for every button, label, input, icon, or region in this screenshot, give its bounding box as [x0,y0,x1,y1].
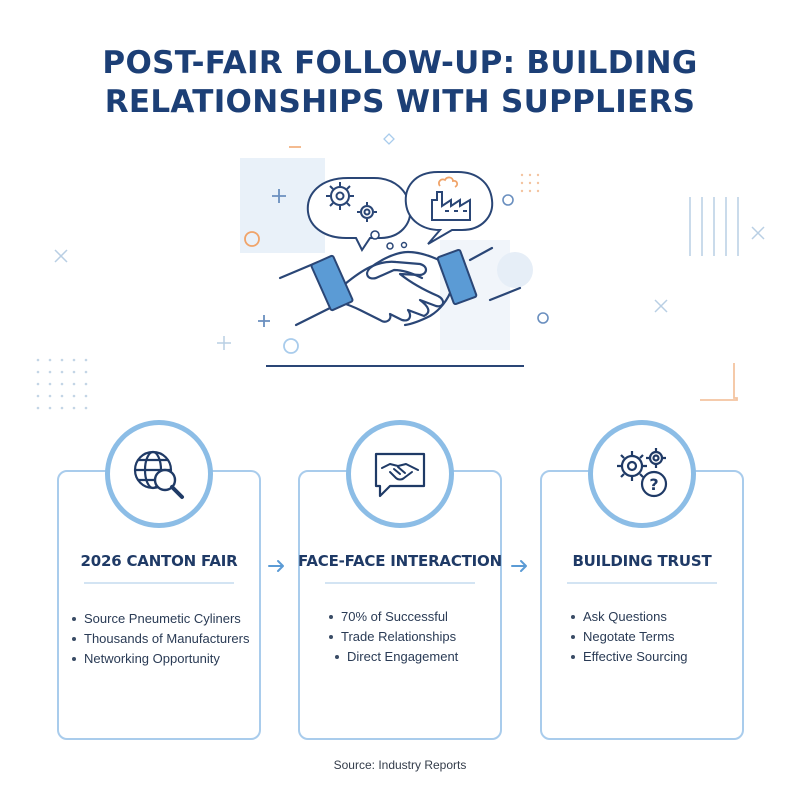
source-note: Source: Industry Reports [333,758,467,772]
card-2-title: FACE-FACE INTERACTION [298,552,502,570]
svg-text:?: ? [649,475,658,494]
card-1-divider [84,582,234,584]
list-item: Thousands of Manufacturers [70,629,249,649]
page-title: POST-FAIR FOLLOW-UP: BUILDING RELATIONSH… [0,44,800,122]
list-item: Source Pneumetic Cyliners [70,609,249,629]
title-line-2: RELATIONSHIPS WITH SUPPLIERS [104,84,696,120]
card-3-divider [567,582,717,584]
card-3-bullets: Ask Questions Negotate Terms Effective S… [569,607,688,667]
list-item: 70% of Successful [327,607,458,627]
globe-search-icon [133,450,184,499]
card-3-title: BUILDING TRUST [572,552,712,570]
arrow-right-icon [268,560,284,572]
list-item: Negotate Terms [569,627,688,647]
list-item: Direct Engagement [333,647,458,667]
card-2-bullets: 70% of Successful Trade Relationships Di… [327,607,458,667]
title-line-1: POST-FAIR FOLLOW-UP: BUILDING [102,45,698,81]
circle-globe-search [105,420,213,528]
bubble-factory-icon [404,171,494,245]
list-item: Effective Sourcing [569,647,688,667]
list-item: Ask Questions [569,607,688,627]
card-1-title: 2026 CANTON FAIR [80,552,238,570]
gears-question-icon: ? [617,448,668,498]
handshake-icon [278,246,522,327]
list-item: Trade Relationships [327,627,458,647]
bubble-gears-icon [306,177,412,252]
list-item: Networking Opportunity [70,649,249,669]
card-1-bullets: Source Pneumetic Cyliners Thousands of M… [70,609,249,669]
circle-handshake-chat [346,420,454,528]
arrow-right-icon [511,560,527,572]
card-2-divider [325,582,475,584]
decorative-sparkles [54,226,765,350]
handshake-illustration [36,133,765,410]
circle-gears-question: ? [588,420,696,528]
handshake-chat-icon [374,452,426,498]
